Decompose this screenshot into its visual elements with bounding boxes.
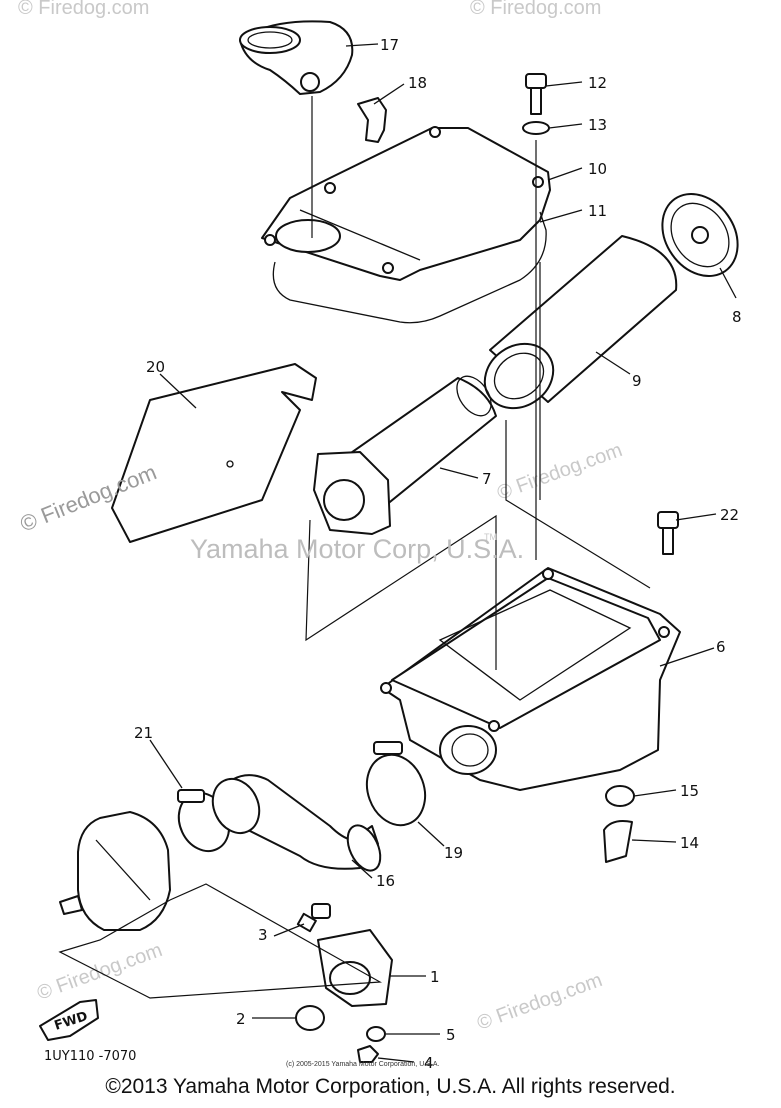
part-4-nut [357,1045,379,1063]
part-9-filter [483,235,678,410]
callout-4: 4 [424,1054,434,1072]
copyright-footer: ©2013 Yamaha Motor Corporation, U.S.A. A… [105,1075,676,1098]
part-14-drain [603,820,633,863]
callout-8: 8 [732,308,742,326]
part-code: 1UY110 -7070 [44,1049,136,1064]
callout-16: 16 [376,872,395,890]
fwd-arrow: FWD [39,999,99,1041]
callout-3: 3 [258,926,268,944]
callout-18: 18 [408,74,427,92]
part-7-guide [313,375,497,535]
part-13-washer [522,121,550,135]
watermark-mid-right: © Firedog.com [494,439,625,505]
watermark-top-left: © Firedog.com [18,0,149,19]
callout-9: 9 [632,372,642,390]
callout-10: 10 [588,160,607,178]
watermark-bottom-right: © Firedog.com [474,969,605,1035]
callout-12: 12 [588,74,607,92]
callout-17: 17 [380,36,399,54]
watermark-tm: TM [484,532,497,542]
callout-13: 13 [588,116,607,134]
callout-19: 19 [444,844,463,862]
part-2-o-ring [295,1005,325,1031]
callout-11: 11 [588,202,607,220]
part-5-washer [366,1026,386,1042]
callout-22: 22 [720,506,739,524]
part-3-bolt [296,903,331,933]
carburetor-outline [59,811,171,931]
part-16-joint [211,774,382,872]
part-20-plate [111,363,317,543]
callout-15: 15 [680,782,699,800]
callouts: 17 18 12 13 10 11 8 9 20 7 22 6 21 15 14… [134,36,742,1072]
part-15-clamp [605,785,635,807]
callout-7: 7 [482,470,492,488]
part-12-bolt [525,73,547,115]
part-11-gasket [272,211,547,324]
part-18-elbow [357,97,387,143]
callout-5: 5 [446,1026,456,1044]
part-22-bolt [657,511,679,555]
part-19-clamp [365,741,427,827]
callout-1: 1 [430,968,440,986]
callout-14: 14 [680,834,699,852]
copyright-small: (c) 2005-2015 Yamaha Motor Corporation, … [286,1061,439,1068]
callout-2: 2 [236,1010,246,1028]
callout-20: 20 [146,358,165,376]
watermark-center: Yamaha Motor Corp, U.S.A. [190,534,524,564]
part-6-case [380,567,681,791]
callout-6: 6 [716,638,726,656]
part-8-cap [661,193,739,277]
part-10-lid [261,126,551,281]
assembly-lines [58,96,651,999]
part-17-cap [239,20,354,95]
callout-21: 21 [134,724,153,742]
watermark-top-right: © Firedog.com [470,0,601,19]
